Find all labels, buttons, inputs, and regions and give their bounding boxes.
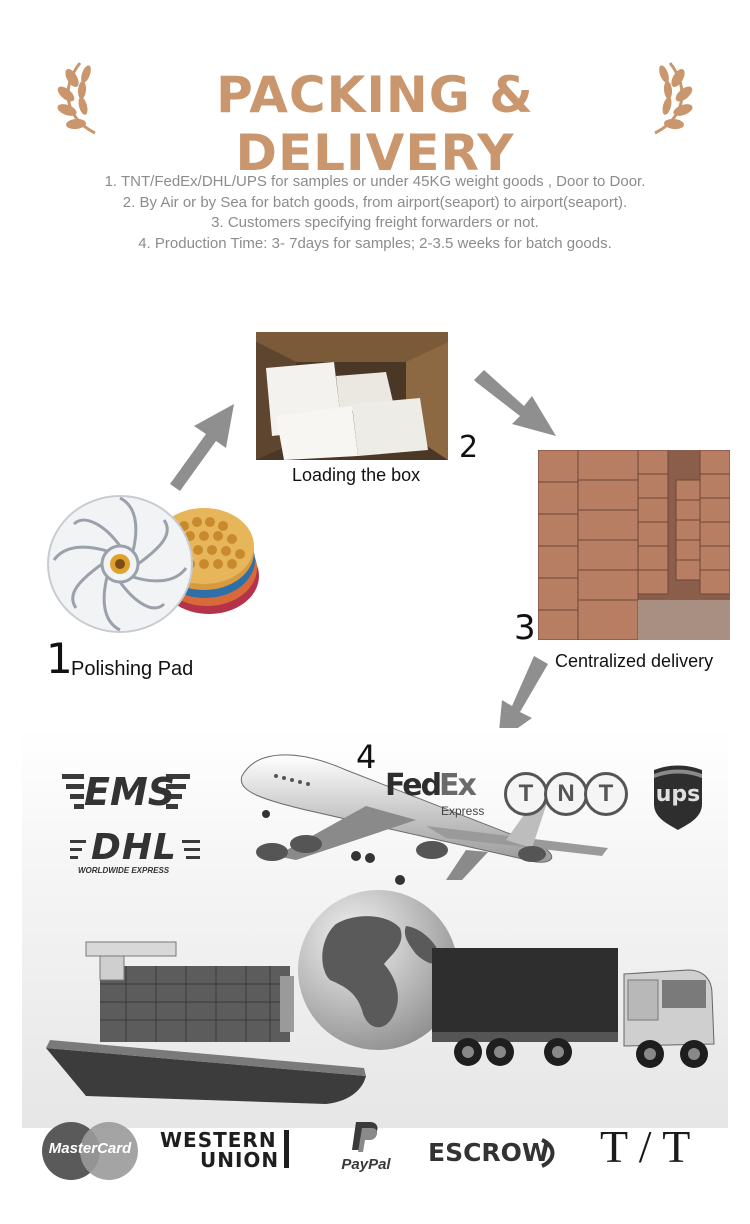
western-union-bar [284,1130,289,1168]
paypal-logo: PayPal [336,1120,396,1176]
laurel-right-icon [654,62,693,135]
dhl-subtitle: WORLDWIDE EXPRESS [78,866,170,875]
ems-logo: EMS [62,770,190,814]
page-title: PACKING & DELIVERY [216,66,534,182]
mastercard-circle [80,1122,138,1180]
arrow-down-left-icon [498,656,548,742]
tnt-letter: T [504,772,548,816]
step-number: 2 [459,430,479,465]
loading-box-photo [256,332,448,460]
arrow-up-right-icon [170,404,234,491]
mastercard-logo: MasterCard [42,1120,138,1182]
info-line: 2. By Air or by Sea for batch goods, fro… [122,193,628,211]
step-label: Centralized delivery [555,651,714,671]
step-number: 4 [356,738,377,776]
dhl-logo: DHL WORLDWIDE EXPRESS [70,828,200,878]
ups-text: ups [655,782,701,807]
mastercard-text: MasterCard [48,1140,132,1157]
step-number: 3 [514,608,536,648]
info-line: 1. TNT/FedEx/DHL/UPS for samples or unde… [104,173,646,190]
info-line: 4. Production Time: 3- 7days for samples… [138,234,612,252]
fedex-ex-text: Ex [439,768,477,803]
arrow-down-right-icon [474,370,556,436]
airplane-image [240,754,608,885]
western-union-logo: WESTERN UNION [160,1128,290,1172]
fedex-fed-text: Fed [385,768,442,803]
union-text: UNION [200,1148,280,1172]
dhl-text: DHL [91,827,177,868]
shipping-info: 1. TNT/FedEx/DHL/UPS for samples or unde… [40,172,710,254]
fedex-subtitle: Express [441,804,485,818]
tt-logo: T / T [600,1121,691,1172]
step-label: Polishing Pad [71,658,194,680]
header: PACKING & DELIVERY [0,58,750,182]
fedex-logo: Fed Ex Express [385,768,497,822]
tnt-letter: N [544,772,588,816]
polishing-pad-image [47,495,259,633]
western-text: WESTERN [160,1128,277,1152]
tnt-letter: T [584,772,628,816]
escrow-text: ESCROW [428,1138,550,1167]
paypal-text: PayPal [341,1156,391,1173]
warehouse-photo [538,450,730,640]
laurel-left-icon [57,62,96,135]
truck-image [432,948,715,1068]
step-number: 1 [46,634,73,683]
ems-text: EMS [84,770,176,814]
cargo-ship-image [46,941,366,1104]
tnt-logo: T N T [504,770,628,816]
escrow-logo: ESCROW [428,1138,568,1172]
ups-logo: ups [650,764,706,830]
step-label: Loading the box [292,465,421,485]
info-line: 3. Customers specifying freight forwarde… [211,214,539,231]
